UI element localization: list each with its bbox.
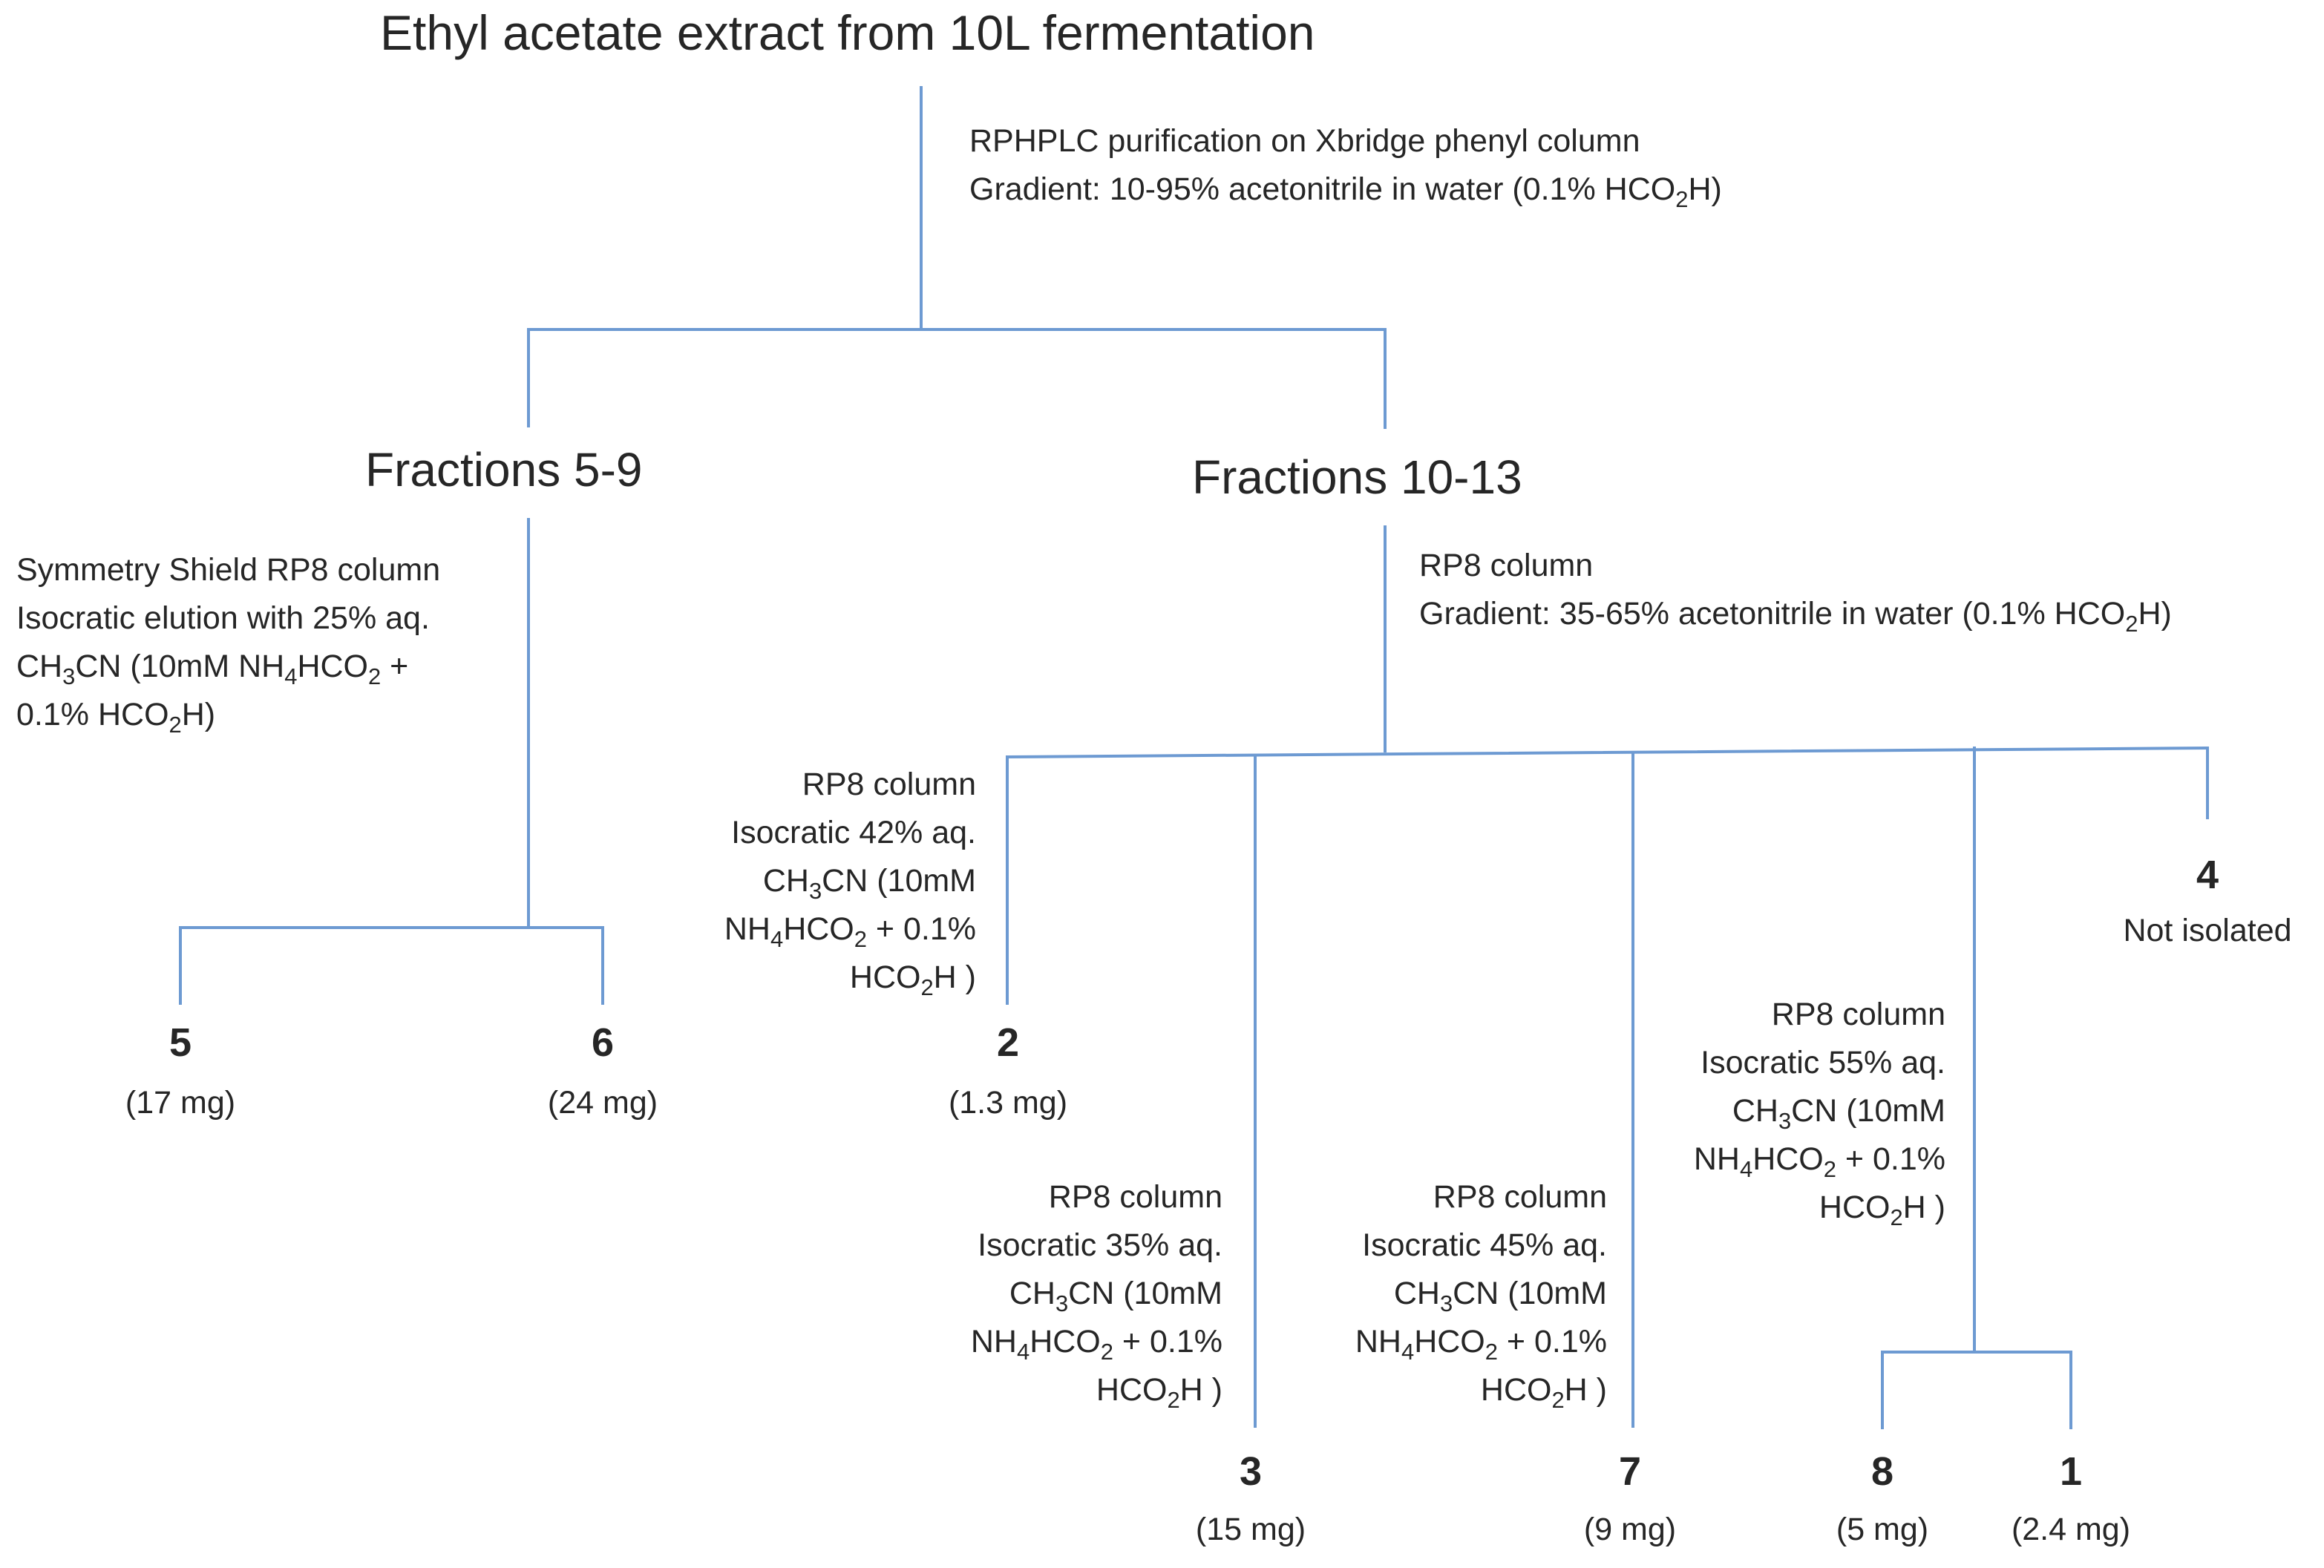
branch-7-conditions: RP8 column Isocratic 45% aq. CH3CN (10mM… [1355, 1179, 1607, 1413]
compound-2-number: 2 [996, 1020, 1020, 1065]
compound-4-amount: Not isolated [2123, 913, 2292, 948]
branch-2-conditions: RP8 column Isocratic 42% aq. CH3CN (10mM… [724, 767, 976, 1000]
fractions-10-13-conditions: RP8 column Gradient: 35-65% acetonitrile… [1419, 548, 2172, 637]
compound-5-amount: (17 mg) [125, 1085, 236, 1121]
compound-1-number: 1 [2059, 1449, 2083, 1494]
compound-7-number: 7 [1618, 1449, 1642, 1494]
compound-6-amount: (24 mg) [547, 1085, 658, 1121]
fractions-5-9-conditions: Symmetry Shield RP8 column Isocratic elu… [16, 552, 441, 738]
root-conditions: RPHPLC purification on Xbridge phenyl co… [969, 117, 1722, 214]
compound-8-number: 8 [1870, 1449, 1894, 1494]
root-conditions-line1: RPHPLC purification on Xbridge phenyl co… [969, 123, 1640, 159]
branch-3-conditions: RP8 column Isocratic 35% aq. CH3CN (10mM… [970, 1179, 1222, 1413]
root-conditions-line2: Gradient: 10-95% acetonitrile in water (… [969, 171, 1722, 212]
compound-3-amount: (15 mg) [1195, 1512, 1306, 1547]
subfraction-bar [1005, 746, 2210, 759]
fractions-5-9-label: Fractions 5-9 [365, 443, 643, 496]
compound-6-number: 6 [591, 1020, 615, 1065]
branch-8-1-conditions: RP8 column Isocratic 55% aq. CH3CN (10mM… [1693, 997, 1945, 1230]
compound-4-number: 4 [2196, 853, 2219, 897]
compound-5-number: 5 [168, 1020, 192, 1065]
compound-3-number: 3 [1239, 1449, 1263, 1494]
compound-8-amount: (5 mg) [1836, 1512, 1929, 1547]
compound-7-amount: (9 mg) [1583, 1512, 1677, 1547]
fractions-10-13-label: Fractions 10-13 [1192, 450, 1522, 504]
compound-2-amount: (1.3 mg) [948, 1085, 1068, 1121]
compound-1-amount: (2.4 mg) [2011, 1512, 2131, 1547]
root-title: Ethyl acetate extract from 10L fermentat… [380, 5, 1315, 60]
